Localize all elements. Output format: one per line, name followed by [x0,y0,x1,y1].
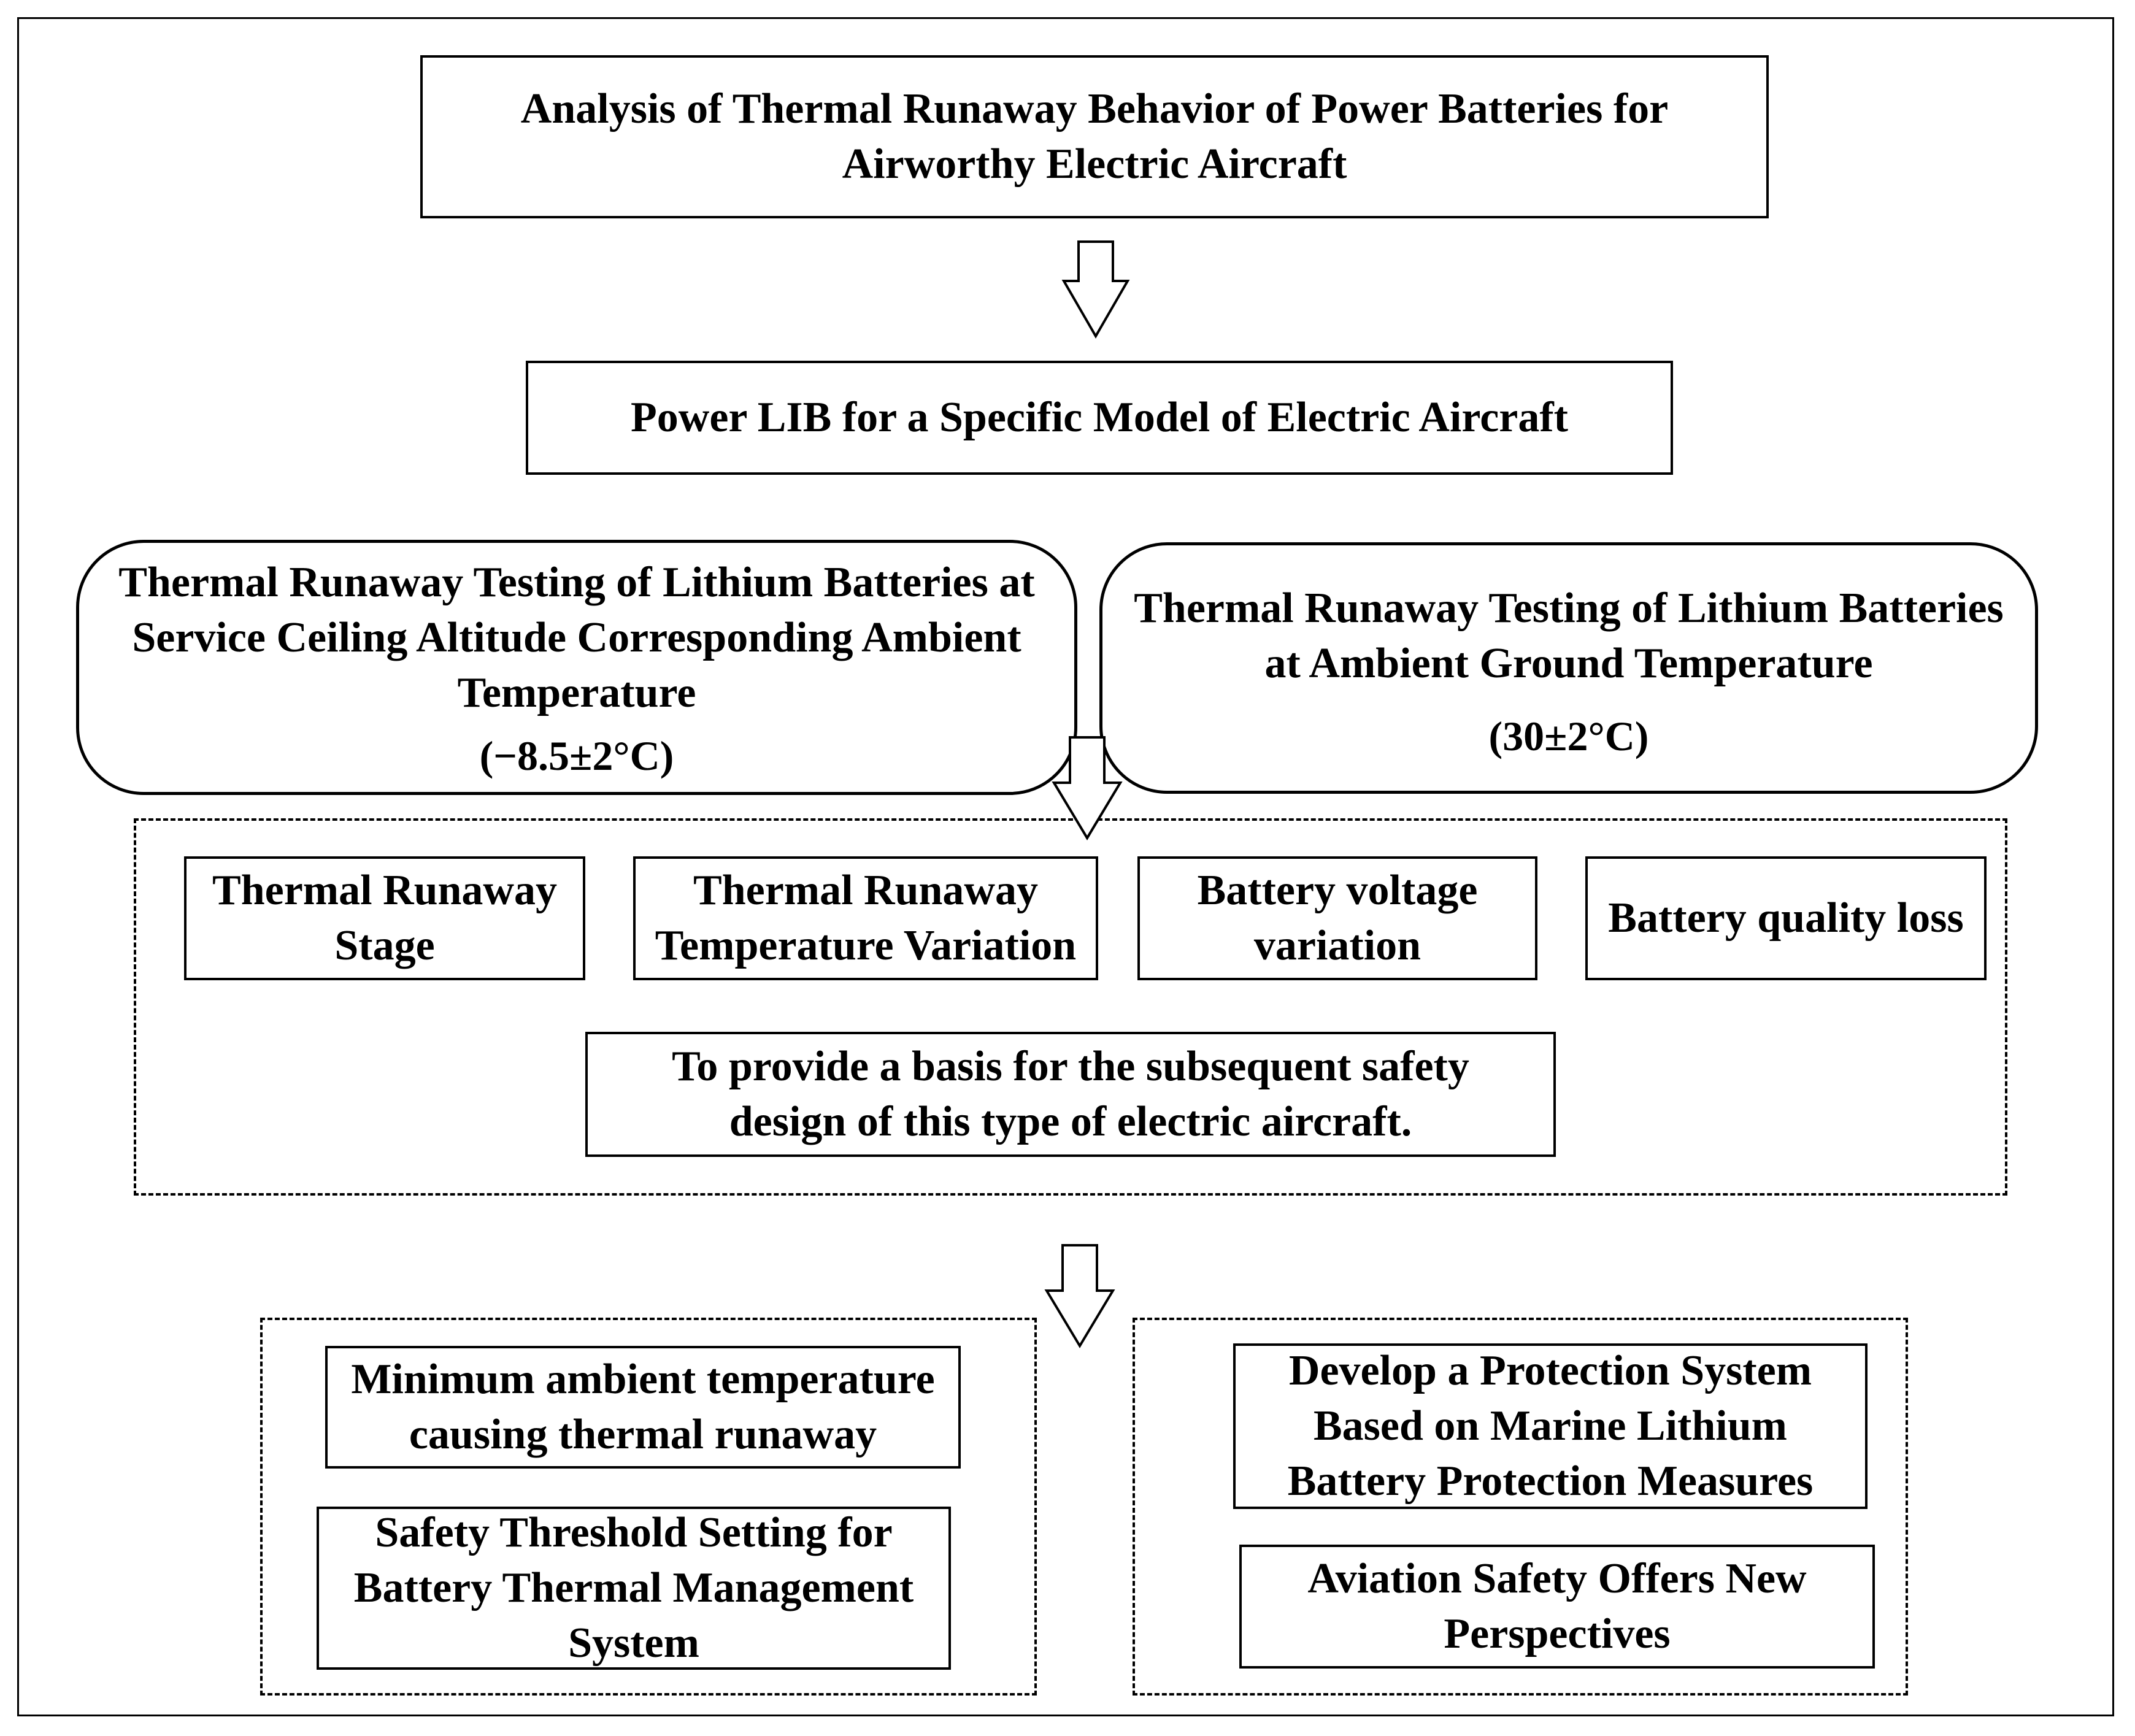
metric-label: Thermal Runaway Stage [212,867,557,969]
outcome-label: Aviation Safety Offers New Perspectives [1307,1555,1807,1657]
outcome-box-safety-threshold: Safety Threshold Setting for Battery The… [317,1507,951,1670]
model-text: Power LIB for a Specific Model of Electr… [631,394,1568,441]
outcome-box-aviation-safety: Aviation Safety Offers New Perspectives [1239,1545,1875,1669]
title-text: Analysis of Thermal Runaway Behavior of … [520,85,1669,188]
metric-box-stage: Thermal Runaway Stage [184,856,585,980]
test-right-box: Thermal Runaway Testing of Lithium Batte… [1099,542,2038,794]
metric-box-temperature: Thermal Runaway Temperature Variation [633,856,1098,980]
outcome-label: Minimum ambient temperature causing ther… [351,1356,935,1458]
metric-label: Battery quality loss [1608,894,1964,942]
metric-label: Battery voltage variation [1197,867,1478,969]
test-right-text: Thermal Runaway Testing of Lithium Batte… [1134,585,2004,687]
test-right-temperature: (30±2°C) [1488,713,1649,759]
model-box: Power LIB for a Specific Model of Electr… [526,361,1673,475]
test-left-temperature: (−8.5±2°C) [479,732,674,779]
diagram-frame [17,17,2114,1716]
metrics-panel [134,818,2007,1196]
test-left-box: Thermal Runaway Testing of Lithium Batte… [76,540,1077,795]
down-arrow-icon [1061,240,1130,339]
outcome-label: Develop a Protection System Based on Mar… [1287,1347,1814,1505]
metric-label: Thermal Runaway Temperature Variation [655,867,1077,969]
left-outcomes-panel [260,1318,1037,1696]
outcome-label: Safety Threshold Setting for Battery The… [353,1509,914,1667]
title-box: Analysis of Thermal Runaway Behavior of … [420,55,1769,218]
right-outcomes-panel [1133,1318,1908,1696]
basis-text: To provide a basis for the subsequent sa… [672,1043,1469,1145]
test-left-text: Thermal Runaway Testing of Lithium Batte… [118,559,1035,716]
outcome-box-protection-system: Develop a Protection System Based on Mar… [1233,1343,1868,1509]
outcome-box-min-temperature: Minimum ambient temperature causing ther… [325,1346,961,1469]
metric-box-voltage: Battery voltage variation [1137,856,1537,980]
down-arrow-icon [1052,736,1123,840]
basis-box: To provide a basis for the subsequent sa… [585,1032,1556,1157]
metric-box-quality: Battery quality loss [1585,856,1987,980]
down-arrow-icon [1044,1244,1115,1348]
